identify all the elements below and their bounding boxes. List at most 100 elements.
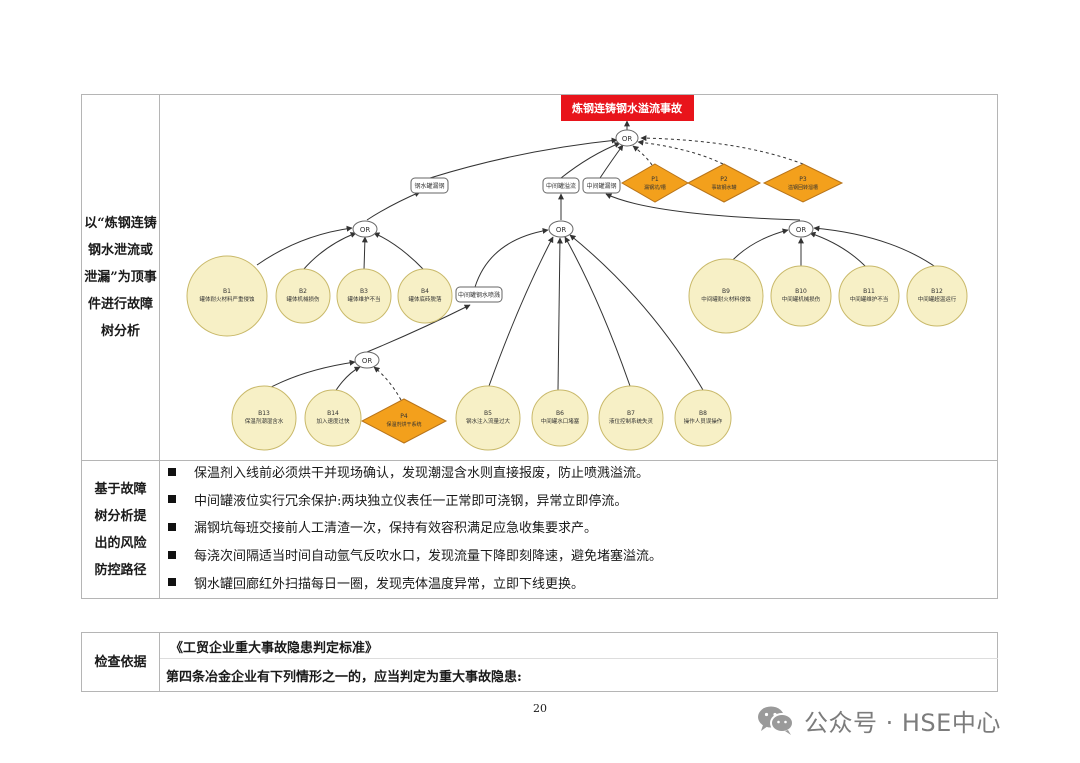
- or-gate-top: OR: [615, 129, 639, 147]
- standard-title: 《工贸企业重大事故隐患判定标准》: [170, 641, 379, 656]
- event-label: 操作人员误操作: [684, 417, 723, 425]
- event-id: P1: [651, 176, 659, 183]
- intermediate-event: 中间罐漏钢: [582, 177, 621, 194]
- intermediate-event-label: 中间罐溢流: [546, 182, 576, 190]
- basic-event-b9: B9 中间罐耐火材料侵蚀: [688, 258, 764, 334]
- event-id: P2: [720, 176, 728, 183]
- event-label: 保温剂潮湿含水: [245, 417, 284, 425]
- event-label: 钢水注入流量过大: [466, 417, 511, 425]
- basic-event-b8: B8 操作人员误操作: [674, 389, 732, 447]
- lower-table: [81, 632, 998, 692]
- or-gate-right: OR: [788, 220, 814, 238]
- intermediate-event-label: 中间罐钢水喷溅: [458, 291, 500, 299]
- event-label: 中间罐耐火材料侵蚀: [701, 295, 751, 303]
- list-item-text: 漏钢坑每班交接前人工清渣一次，保持有效容积满足应急收集要求产。: [194, 521, 598, 537]
- event-id: B5: [484, 410, 492, 417]
- event-label: 事故钢水罐: [711, 184, 736, 191]
- risk-control-row-label: 基于故障 树分析提 出的风险 防控路径: [82, 461, 159, 598]
- label-line: 泄漏”为顶事: [84, 270, 157, 285]
- undeveloped-event-p3: P3 溢钢回转溜槽: [762, 163, 844, 203]
- list-item: 钢水罐回廊红外扫描每日一圈，发现壳体温度异常，立即下线更换。: [166, 568, 996, 596]
- label-line: 出的风险: [94, 535, 147, 551]
- lower-table-inner-rule: [160, 658, 998, 659]
- basic-event-b14: B14 加入速度过快: [304, 389, 362, 447]
- event-label: 罐体维护不当: [347, 295, 380, 303]
- intermediate-event: 中间罐溢流: [542, 177, 580, 194]
- bullet-square-icon: [168, 495, 176, 504]
- basic-event-b11: B11 中间罐维护不当: [838, 265, 900, 327]
- event-label: 溢钢回转溜槽: [788, 184, 818, 191]
- upper-table-row-divider: [81, 460, 998, 461]
- event-label: 液位控制系统失灵: [609, 417, 654, 425]
- event-id: B2: [299, 288, 307, 295]
- event-id: B10: [795, 288, 807, 295]
- gate-label: OR: [622, 135, 633, 143]
- event-id: B8: [699, 410, 707, 417]
- event-label: 加入速度过快: [316, 417, 350, 425]
- intermediate-event: 中间罐钢水喷溅: [455, 286, 503, 303]
- upper-table: [81, 94, 998, 599]
- label-line: 树分析提: [94, 508, 147, 524]
- list-item-text: 中间罐液位实行冗余保护:两块独立仪表任一正常即可浇钢，异常立即停流。: [194, 493, 628, 509]
- list-item-text: 钢水罐回廊红外扫描每日一圈，发现壳体温度异常，立即下线更换。: [194, 576, 585, 592]
- basic-event-b12: B12 中间罐超温运行: [906, 265, 968, 327]
- bullet-square-icon: [168, 578, 176, 587]
- label-line: 树分析: [100, 324, 140, 339]
- list-item: 每浇次间隔适当时间自动氩气反吹水口，发现流量下降即刻降速，避免堵塞溢流。: [166, 541, 996, 569]
- basic-event-b2: B2 罐体机械损伤: [275, 268, 331, 324]
- standard-clause: 第四条冶金企业有下列情形之一的，应当判定为重大事故隐患:: [166, 670, 522, 685]
- event-id: B14: [327, 410, 339, 417]
- list-item-text: 保温剂入线前必须烘干并现场确认，发现潮湿含水则直接报废，防止喷溅溢流。: [194, 466, 650, 482]
- event-id: P4: [400, 413, 408, 420]
- event-id: B1: [223, 288, 231, 295]
- gate-label: OR: [796, 226, 807, 234]
- top-event-label: 炼钢连铸钢水溢流事故: [572, 101, 683, 115]
- watermark: 公众号 · HSE中心: [756, 702, 1001, 738]
- page-number: 20: [533, 702, 547, 715]
- intermediate-event-label: 钢水罐漏钢: [414, 182, 444, 190]
- event-id: P3: [799, 176, 807, 183]
- bullet-square-icon: [168, 550, 176, 559]
- basic-event-b1: B1 罐体耐火材料严重侵蚀: [186, 255, 268, 337]
- or-gate-lower: OR: [354, 351, 380, 369]
- event-id: B9: [722, 288, 730, 295]
- event-label: 漏钢坑/槽: [644, 184, 666, 191]
- basic-event-b3: B3 罐体维护不当: [336, 268, 392, 324]
- or-gate-left: OR: [352, 220, 378, 238]
- wechat-icon: [758, 706, 794, 735]
- event-label: 中间罐超温运行: [918, 295, 957, 303]
- intermediate-event-label: 中间罐漏钢: [586, 182, 616, 190]
- label-line: 基于故障: [94, 481, 147, 497]
- bullet-square-icon: [168, 522, 176, 531]
- label-line: 以“炼钢连铸: [84, 216, 157, 231]
- basic-event-b4: B4 罐体底砖脱落: [397, 268, 453, 324]
- lower-table-column-divider: [159, 632, 160, 692]
- event-id: B4: [421, 288, 429, 295]
- list-item-text: 每浇次间隔适当时间自动氩气反吹水口，发现流量下降即刻降速，避免堵塞溢流。: [194, 549, 663, 565]
- list-item: 保温剂入线前必须烘干并现场确认，发现潮湿含水则直接报废，防止喷溅溢流。: [166, 458, 996, 486]
- bullet-square-icon: [168, 467, 176, 476]
- event-id: B11: [863, 288, 875, 295]
- event-label: 中间罐机械损伤: [782, 295, 821, 303]
- inspection-basis-label: 检查依据: [94, 654, 147, 670]
- tree-edges: [256, 120, 938, 401]
- basic-event-b13: B13 保温剂潮湿含水: [231, 385, 297, 451]
- or-gate-center: OR: [548, 220, 574, 238]
- gate-label: OR: [360, 226, 371, 234]
- event-id: B12: [931, 288, 943, 295]
- basic-event-b6: B6 中间罐水口堵塞: [531, 389, 589, 447]
- label-line: 件进行故障: [87, 297, 153, 312]
- event-id: B13: [258, 410, 270, 417]
- list-item: 漏钢坑每班交接前人工清渣一次，保持有效容积满足应急收集要求产。: [166, 513, 996, 541]
- undeveloped-event-p1: P1 漏钢坑/槽: [620, 163, 690, 203]
- risk-control-list: 保温剂入线前必须烘干并现场确认，发现潮湿含水则直接报废，防止喷溅溢流。 中间罐液…: [166, 458, 996, 596]
- basic-event-b10: B10 中间罐机械损伤: [770, 265, 832, 327]
- intermediate-event: 钢水罐漏钢: [410, 177, 449, 194]
- undeveloped-event-p2: P2 事故钢水罐: [686, 163, 762, 203]
- event-label: 罐体耐火材料严重侵蚀: [199, 295, 255, 303]
- event-id: B3: [360, 288, 368, 295]
- fault-tree-row-label: 以“炼钢连铸 钢水泄流或 泄漏”为顶事 件进行故障 树分析: [82, 95, 159, 460]
- event-label: 罐体机械损伤: [286, 295, 320, 303]
- label-line: 钢水泄流或: [87, 243, 153, 258]
